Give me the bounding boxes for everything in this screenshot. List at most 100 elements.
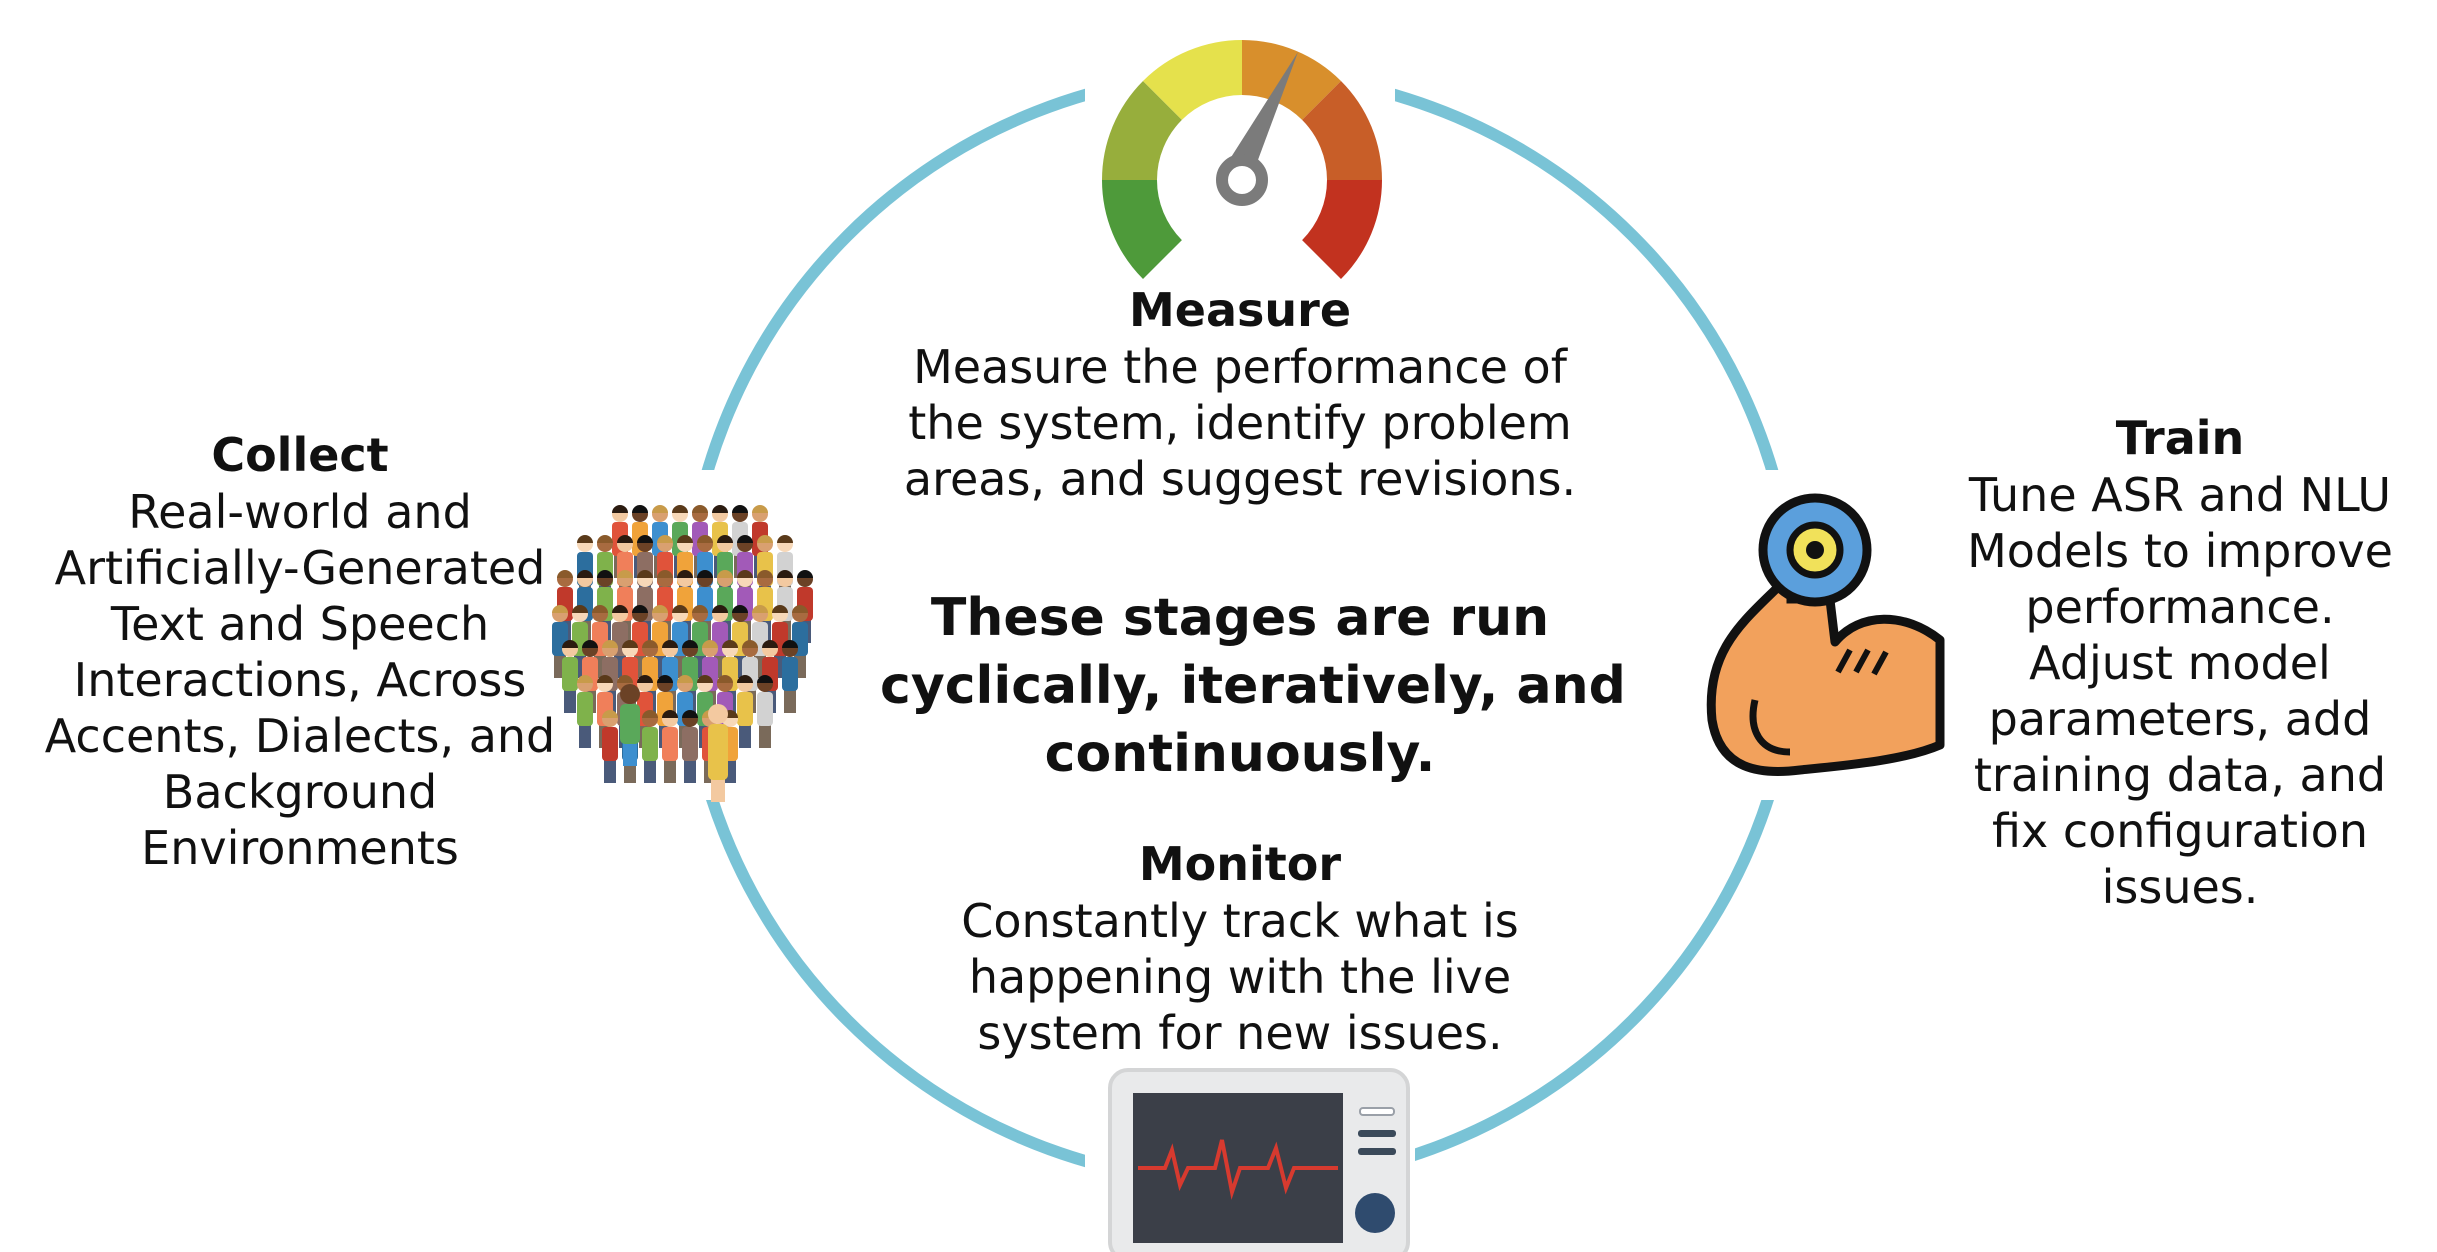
heart-monitor-icon [1108,1068,1410,1252]
crowd-person-hair [757,675,773,683]
crowd-person-legs [711,778,725,802]
center-line: cyclically, iteratively, and [880,656,1626,716]
crowd-person-hair [577,535,593,543]
crowd-person [782,657,798,691]
crowd-person-hair [732,605,748,613]
measure-description: Measure the performance of the system, i… [880,339,1600,507]
crowd-person-hair [682,710,698,718]
crowd-person-hair [632,505,648,513]
crowd-person-hair [752,505,768,513]
crowd-person-hair [702,640,718,648]
gauge-segment [1302,81,1382,180]
crowd-person-hair [577,570,593,578]
collect-description: Real-world and Artificially-Generated Te… [30,484,570,876]
crowd-person-hair [597,675,613,683]
crowd-person-hair [617,535,633,543]
crowd-person-hair [717,675,733,683]
crowd-person-hair [792,605,808,613]
gauge-hub [1216,154,1268,206]
crowd-person-head [620,684,640,704]
crowd-person [757,692,773,726]
crowd-person-hair [657,675,673,683]
crowd-person-legs [579,724,591,748]
crowd-person-hair [692,505,708,513]
crowd-person-hair [632,605,648,613]
crowd-person-hair [577,675,593,683]
collect-line: Text and Speech [110,597,490,651]
crowd-person-hair [557,570,573,578]
measure-line: Measure the performance of [913,340,1567,394]
monitor-line: Constantly track what is [961,894,1519,948]
crowd-person-hair [697,570,713,578]
train-line: Adjust model [2029,636,2331,690]
crowd-person [562,657,578,691]
crowd-person-hair [697,535,713,543]
crowd-person [708,724,728,780]
crowd-person-hair [732,505,748,513]
crowd-person-legs [623,742,637,766]
crowd-person-legs [759,724,771,748]
crowd-person-hair [757,535,773,543]
crowd-person-hair [717,535,733,543]
monitor-title: Monitor [1138,837,1342,891]
crowd-person-hair [642,710,658,718]
train-line: parameters, add [1988,692,2372,746]
crowd-person-hair [652,505,668,513]
crowd-person-hair [762,640,778,648]
collect-line: Accents, Dialects, and [44,709,556,763]
crowd-person-hair [617,675,633,683]
crowd-person-hair [697,675,713,683]
crowd-person-legs [739,724,751,748]
monitor-line: happening with the live [968,950,1512,1004]
crowd-person-hair [772,605,788,613]
crowd-person-legs [644,759,656,783]
collect-line: Real-world and [128,485,472,539]
crowd-person-hair [742,640,758,648]
crowd-person-hair [672,505,688,513]
collect-stage: Collect Real-world and Artificially-Gene… [30,426,570,876]
train-description: Tune ASR and NLU Models to improve perfo… [1950,467,2410,915]
crowd-person-hair [642,640,658,648]
crowd-person-hair [777,570,793,578]
gauge-segment [1102,81,1182,180]
crowd-icon [552,505,813,802]
crowd-person-hair [662,710,678,718]
train-line: issues. [2101,860,2259,914]
monitor-line: system for new issues. [977,1006,1503,1060]
gauge-segment [1302,180,1382,279]
heartbeat-wave [1138,1139,1338,1200]
crowd-person-legs [664,759,676,783]
crowd-person-hair [722,640,738,648]
crowd-person-hair [737,675,753,683]
train-line: fix configuration [1992,804,2368,858]
flexed-arm-icon [1706,493,1945,777]
train-line: training data, and [1973,748,2387,802]
crowd-person-hair [777,535,793,543]
crowd-person-hair [562,640,578,648]
crowd-person-hair [712,605,728,613]
crowd-person-hair [782,640,798,648]
crowd-person-hair [612,505,628,513]
crowd-person [737,692,753,726]
crowd-person-hair [677,535,693,543]
crowd-person-head [708,704,728,724]
crowd-person-hair [672,605,688,613]
train-line: performance. [2025,580,2335,634]
crowd-person-hair [637,675,653,683]
crowd-person-hair [677,675,693,683]
crowd-person-legs [604,759,616,783]
measure-line: the system, identify problem [908,396,1572,450]
crowd-person-hair [657,535,673,543]
crowd-person [642,727,658,761]
crowd-person-hair [612,605,628,613]
crowd-person [620,704,640,744]
collect-line: Interactions, Across [73,653,527,707]
crowd-person-hair [657,570,673,578]
crowd-person [662,727,678,761]
collect-line: Environments [141,821,459,875]
gauge-needle [1228,52,1298,176]
gauge-segment [1242,40,1341,120]
crowd-person-hair [597,570,613,578]
crowd-person-hair [737,535,753,543]
collect-line: Artificially-Generated [54,541,546,595]
